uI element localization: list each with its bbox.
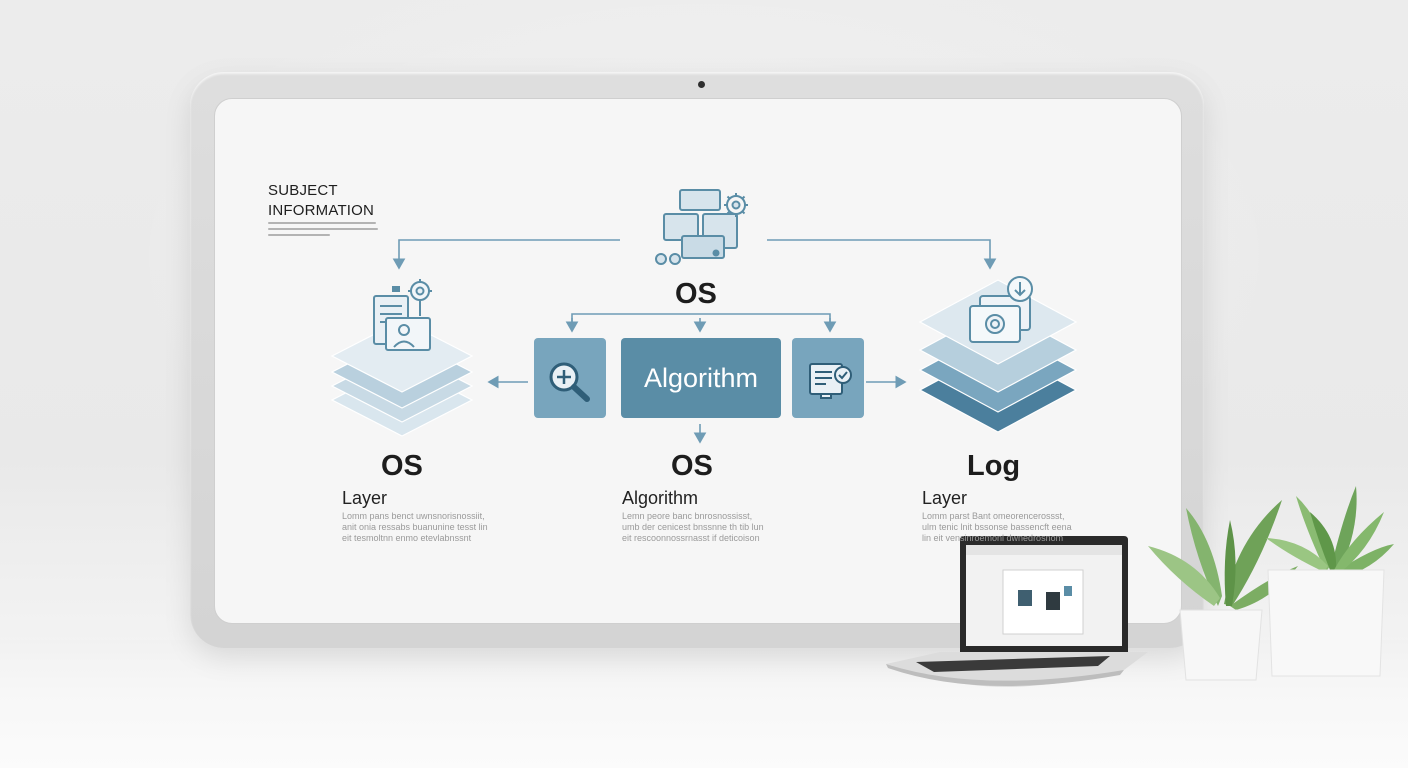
center-column-title: OS bbox=[671, 450, 713, 482]
center-column-body: Lemn peore banc bnrosnossisst, umb der c… bbox=[622, 511, 764, 543]
document-check-icon bbox=[809, 363, 852, 399]
heading-placeholder-lines bbox=[268, 222, 378, 240]
document-person-gear-icon bbox=[373, 279, 432, 351]
right-column-subtitle: Layer bbox=[922, 488, 968, 508]
left-column-body: Lomm pans benct uwnsnorisnossiit, anit o… bbox=[342, 511, 488, 543]
magnify-plus-icon bbox=[549, 362, 590, 402]
heading-line-1: SUBJECT bbox=[268, 182, 338, 199]
center-column-subtitle: Algorithm bbox=[622, 488, 699, 508]
window-gear-icon bbox=[655, 189, 748, 265]
heading-line-2: INFORMATION bbox=[268, 202, 375, 219]
webcam-dot bbox=[698, 81, 705, 88]
left-column-title: OS bbox=[381, 450, 423, 482]
top-node-title: OS bbox=[675, 278, 717, 310]
photo-download-icon bbox=[969, 276, 1033, 343]
potted-plant-small bbox=[1148, 500, 1298, 681]
laptop-illustration bbox=[886, 536, 1148, 687]
right-layer-stack bbox=[918, 279, 1078, 433]
right-column-body: Lomm parst Bant omeorencerossst, ulm ten… bbox=[922, 511, 1072, 543]
subject-information-heading: SUBJECT INFORMATION bbox=[268, 181, 374, 221]
desk-surface bbox=[0, 640, 1408, 768]
algorithm-node: Algorithm bbox=[621, 338, 781, 418]
potted-plant-large bbox=[1266, 486, 1394, 677]
left-layer-stack bbox=[330, 319, 474, 437]
right-column-title: Log bbox=[967, 450, 1021, 482]
left-column-subtitle: Layer bbox=[342, 488, 388, 508]
connector-lines bbox=[392, 239, 997, 444]
